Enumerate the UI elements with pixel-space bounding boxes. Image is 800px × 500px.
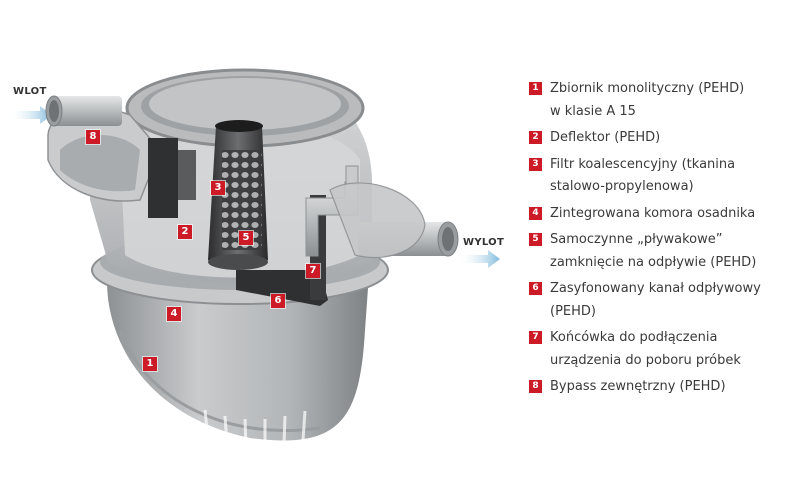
marker-8: 8	[86, 130, 100, 144]
legend-number: 2	[529, 131, 542, 144]
marker-2: 2	[178, 225, 192, 239]
coalescing-filter	[208, 120, 268, 270]
legend-item-6: 6 Zasyfonowany kanał odpływowy (PEHD)	[529, 278, 799, 323]
legend-item-3: 3 Filtr koalescencyjny (tkanina stalowo-…	[529, 154, 799, 199]
legend: 1 Zbiornik monolityczny (PEHD) w klasie …	[529, 78, 799, 403]
legend-text: Samoczynne „pływakowe” zamknięcie na odp…	[550, 232, 757, 270]
legend-number: 5	[529, 233, 542, 246]
legend-item-7: 7 Końcówka do podłączenia urządzenia do …	[529, 327, 799, 372]
legend-item-5: 5 Samoczynne „pływakowe” zamknięcie na o…	[529, 229, 799, 274]
deflector	[148, 138, 196, 218]
inlet-pipe	[45, 95, 122, 127]
legend-text: Końcówka do podłączenia urządzenia do po…	[550, 330, 741, 368]
legend-number: 1	[529, 82, 542, 95]
marker-1: 1	[143, 357, 157, 371]
marker-5: 5	[239, 231, 253, 245]
legend-item-2: 2 Deflektor (PEHD)	[529, 127, 799, 150]
legend-text: Zintegrowana komora osadnika	[550, 205, 756, 221]
legend-text: Bypass zewnętrzny (PEHD)	[550, 379, 726, 394]
legend-item-8: 8 Bypass zewnętrzny (PEHD)	[529, 376, 799, 399]
legend-number: 6	[529, 282, 542, 295]
legend-text: Zbiornik monolityczny (PEHD) w klasie A …	[550, 81, 745, 119]
legend-number: 8	[529, 380, 542, 393]
inlet-label: WLOT	[13, 86, 47, 97]
legend-text: Zasyfonowany kanał odpływowy (PEHD)	[550, 281, 761, 319]
legend-text: Filtr koalescencyjny (tkanina stalowo-pr…	[550, 156, 736, 195]
bypass-housing	[47, 107, 161, 202]
outlet-flow-arrow	[458, 250, 500, 268]
legend-item-4: 4 Zintegrowana komora osadnika	[529, 203, 799, 226]
legend-number: 7	[529, 331, 542, 344]
marker-3: 3	[211, 181, 225, 195]
legend-text: Deflektor (PEHD)	[550, 130, 661, 145]
inlet-flow-arrow	[8, 106, 52, 124]
marker-6: 6	[271, 294, 285, 308]
outlet-bypass-shell	[329, 182, 426, 259]
legend-item-1: 1 Zbiornik monolityczny (PEHD) w klasie …	[529, 78, 799, 123]
legend-number: 3	[529, 157, 542, 171]
tank-lid	[125, 68, 365, 148]
marker-7: 7	[306, 264, 320, 278]
outlet-label: WYLOT	[463, 237, 505, 248]
legend-number: 4	[529, 206, 542, 220]
marker-4: 4	[167, 307, 181, 321]
